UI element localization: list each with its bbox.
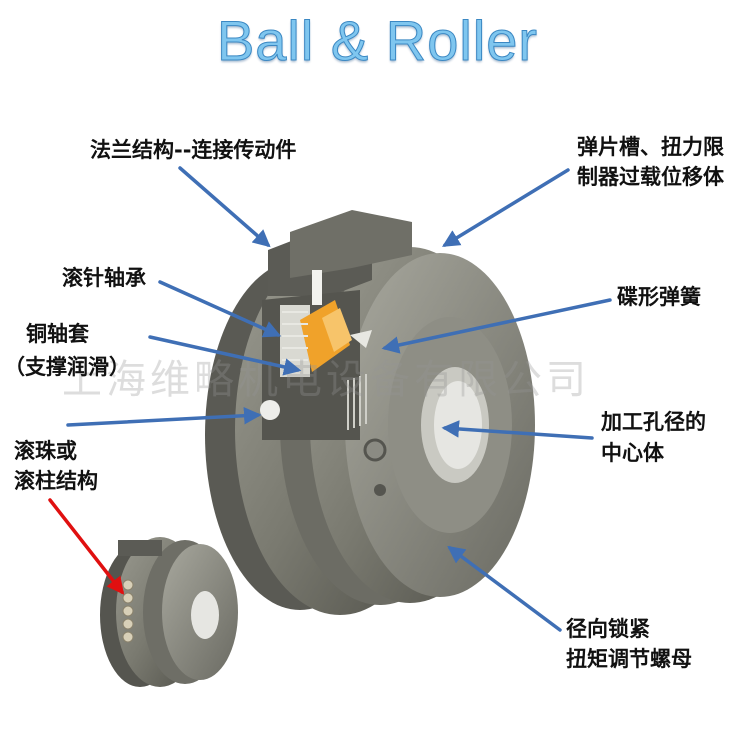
label-flange: 法兰结构--连接传动件 bbox=[90, 138, 297, 162]
label-ball-roller-line2: 滚柱结构 bbox=[14, 469, 98, 493]
small-clutch-illustration bbox=[100, 537, 238, 687]
label-ball-roller-line1: 滚珠或 bbox=[14, 439, 77, 463]
watermark-text: 上海维略机电设备有限公司 bbox=[62, 357, 590, 403]
arrow-ball-roller bbox=[66, 406, 262, 427]
arrow-radial-nut bbox=[447, 545, 562, 632]
arrow-needle-bearing bbox=[158, 280, 282, 338]
page-title: Ball & Roller bbox=[216, 9, 539, 73]
arrow-center-body bbox=[441, 420, 594, 440]
label-spring-slot-line2: 制器过载位移体 bbox=[577, 165, 724, 189]
arrow-copper-sleeve bbox=[148, 335, 302, 376]
label-radial-nut-line2: 扭矩调节螺母 bbox=[566, 647, 692, 671]
label-center-body-line1: 加工孔径的 bbox=[601, 410, 706, 434]
label-copper-sleeve-line1: 铜轴套 bbox=[26, 322, 89, 346]
arrow-spring-slot bbox=[442, 168, 570, 247]
arrow-flange bbox=[178, 166, 271, 248]
arrow-disc-spring bbox=[381, 298, 612, 354]
label-center-body-line2: 中心体 bbox=[601, 441, 664, 465]
arrow-small-ball-roller bbox=[48, 498, 125, 595]
label-copper-sleeve-line2: （支撑润滑） bbox=[4, 355, 130, 379]
label-radial-nut-line1: 径向锁紧 bbox=[566, 617, 650, 641]
label-disc-spring: 碟形弹簧 bbox=[617, 285, 701, 309]
label-spring-slot-line1: 弹片槽、扭力限 bbox=[577, 135, 724, 159]
main-clutch-assembly bbox=[205, 210, 535, 615]
label-needle-bearing: 滚针轴承 bbox=[62, 266, 146, 290]
